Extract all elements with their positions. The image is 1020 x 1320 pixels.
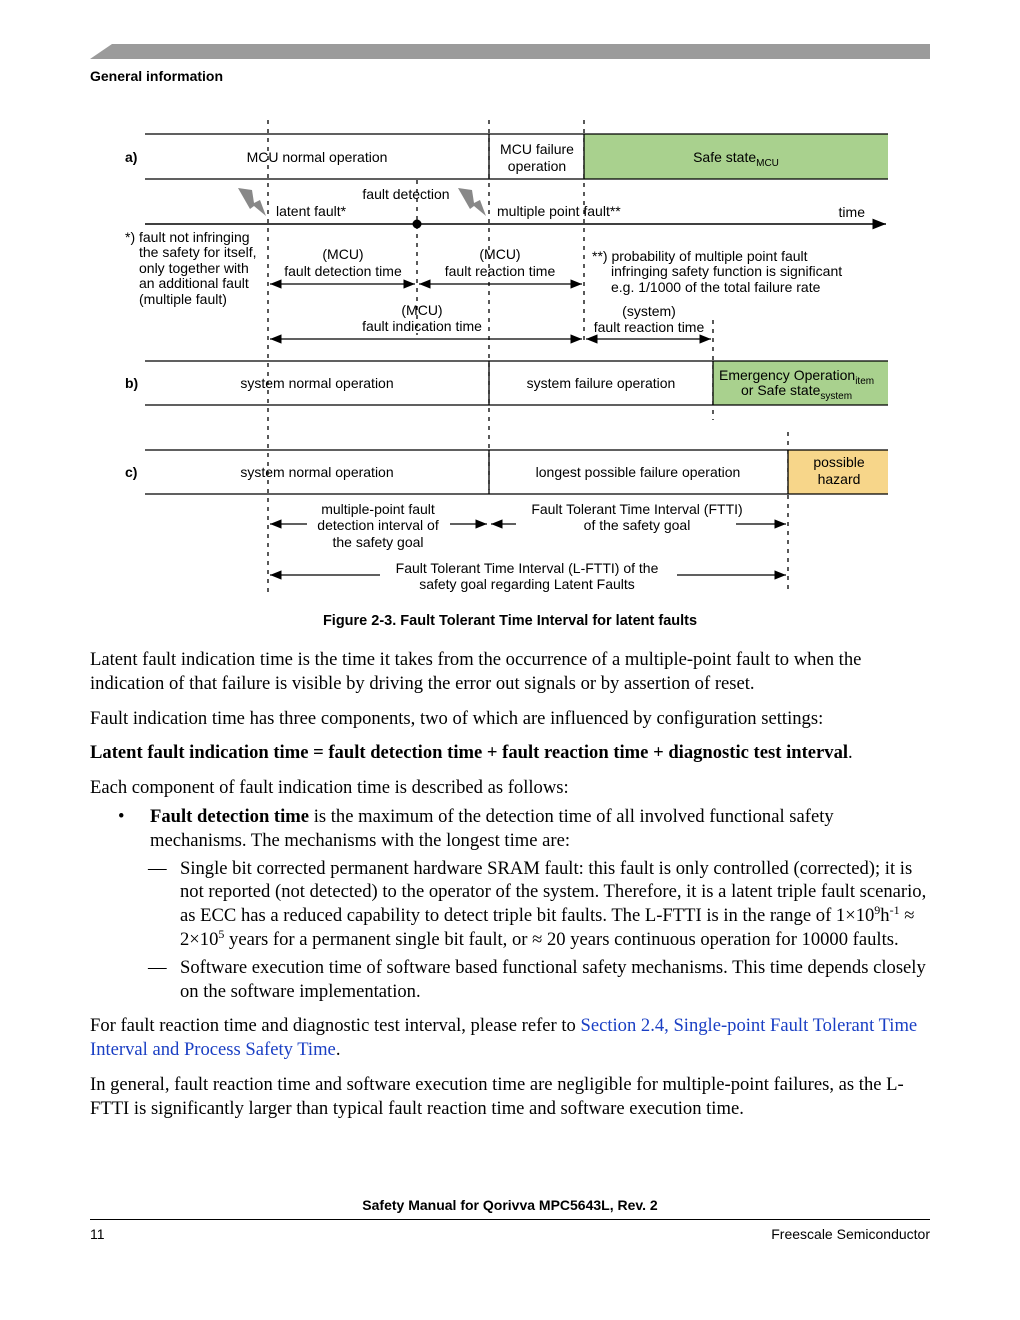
paragraph-three-components: Fault indication time has three componen… — [90, 707, 824, 729]
paragraph-negligible: In general, fault reaction time and soft… — [90, 1073, 904, 1119]
mcu-failure-line1: MCU failure — [500, 141, 574, 157]
svg-text:detection interval of: detection interval of — [317, 517, 439, 533]
header-gray-band — [90, 44, 930, 59]
svg-text:(multiple fault): (multiple fault) — [139, 291, 227, 307]
mcu-intervals: (MCU) fault detection time (MCU) fault r… — [270, 246, 711, 344]
formula-bold: Latent fault indication time = fault det… — [90, 742, 849, 764]
svg-text:of the safety goal: of the safety goal — [584, 517, 691, 533]
svg-text:only together with: only together with — [139, 260, 249, 276]
svg-text:(system): (system) — [622, 303, 676, 319]
time-label: time — [839, 204, 866, 220]
svg-text:*) fault not infringing: *) fault not infringing — [125, 229, 250, 245]
svg-text:infringing safety function is: infringing safety function is significan… — [611, 263, 842, 279]
paragraph-refer-section: For fault reaction time and diagnostic t… — [90, 1015, 918, 1061]
fault-tolerant-time-diagram: a) MCU normal operation MCU failure oper… — [125, 120, 888, 592]
svg-text:an additional fault: an additional fault — [139, 275, 249, 291]
svg-text:Fault Tolerant Time Interval (: Fault Tolerant Time Interval (L-FTTI) of… — [396, 560, 659, 576]
footer-document-title: Safety Manual for Qorivva MPC5643L, Rev.… — [362, 1197, 658, 1213]
note-multiple-point: **) probability of multiple point fault … — [592, 248, 842, 295]
bottom-intervals: multiple-point fault detection interval … — [270, 501, 786, 592]
multiple-point-fault-lightning-icon — [458, 188, 486, 216]
note-latent: *) fault not infringing the safety for i… — [125, 229, 257, 307]
row-b: b) system normal operation system failur… — [125, 360, 888, 406]
safe-state-mcu: Safe stateMCU — [693, 149, 779, 169]
dash-item-sram-fault: — Single bit corrected permanent hardwar… — [148, 857, 927, 950]
safe-state-box — [584, 134, 888, 179]
paragraph-components-intro: Each component of fault indication time … — [90, 777, 569, 799]
multiple-point-fault-label: multiple point fault** — [497, 203, 621, 219]
system-failure-operation: system failure operation — [527, 375, 676, 391]
longest-failure-operation: longest possible failure operation — [536, 464, 741, 480]
footer-rule — [90, 1219, 930, 1220]
svg-text:fault detection time: fault detection time — [284, 263, 402, 279]
possible-hazard-line2: hazard — [818, 471, 861, 487]
possible-hazard-box — [788, 450, 888, 494]
row-b-label: b) — [125, 375, 138, 391]
bullet-mark: • — [118, 805, 125, 827]
row-a-label: a) — [125, 149, 137, 165]
svg-text:fault indication time: fault indication time — [362, 318, 482, 334]
figure-caption: Figure 2-3. Fault Tolerant Time Interval… — [322, 613, 698, 629]
bullet-fault-detection-time: • Fault detection time is the maximum of… — [118, 805, 834, 851]
svg-text:fault reaction time: fault reaction time — [594, 319, 705, 335]
svg-text:safety goal regarding Latent F: safety goal regarding Latent Faults — [419, 576, 635, 592]
timeline: fault detection latent fault* multiple p… — [145, 186, 886, 230]
row-c: c) system normal operation longest possi… — [125, 449, 888, 495]
possible-hazard-line1: possible — [813, 454, 865, 470]
svg-text:(MCU): (MCU) — [479, 246, 520, 262]
page-number: 11 — [90, 1226, 105, 1242]
system-normal-operation-c: system normal operation — [240, 464, 393, 480]
mcu-failure-line2: operation — [508, 158, 566, 174]
svg-text:Fault Tolerant Time Interval (: Fault Tolerant Time Interval (FTTI) — [531, 501, 742, 517]
svg-text:(MCU): (MCU) — [401, 302, 442, 318]
paragraph-formula: Latent fault indication time = fault det… — [90, 742, 853, 764]
svg-text:the safety for itself,: the safety for itself, — [139, 244, 257, 260]
dash-mark: — — [148, 857, 167, 879]
body-text: Latent fault indication time is the time… — [90, 648, 930, 1132]
svg-text:e.g. 1/1000 of the total failu: e.g. 1/1000 of the total failure rate — [611, 279, 821, 295]
row-c-label: c) — [125, 464, 137, 480]
or-safe-state-label: or Safe statesystem — [741, 382, 852, 402]
mcu-normal-operation: MCU normal operation — [247, 149, 388, 165]
emergency-operation-box — [713, 361, 888, 405]
fault-detection-point — [412, 219, 422, 229]
paragraph-latent-fault-indication: Latent fault indication time is the time… — [90, 649, 862, 694]
svg-text:**) probability of multiple po: **) probability of multiple point fault — [592, 248, 808, 264]
emergency-operation-label: Emergency Operationitem — [719, 367, 874, 387]
company-name: Freescale Semiconductor — [771, 1226, 930, 1242]
fault-detection-label: fault detection — [362, 186, 449, 202]
svg-text:(MCU): (MCU) — [322, 246, 363, 262]
svg-text:fault reaction time: fault reaction time — [445, 263, 556, 279]
section-title: General information — [90, 68, 224, 84]
dash-mark: — — [148, 956, 167, 978]
header-bar — [90, 44, 930, 59]
dash-item-software-execution: — Software execution time of software ba… — [148, 956, 926, 1002]
system-normal-operation-b: system normal operation — [240, 375, 393, 391]
svg-text:the safety goal: the safety goal — [332, 534, 423, 550]
latent-fault-lightning-icon — [238, 188, 266, 216]
row-a: a) MCU normal operation MCU failure oper… — [125, 133, 888, 180]
section-2-4-link[interactable]: Section 2.4, Single-point Fault Tolerant… — [90, 1015, 918, 1061]
latent-fault-label: latent fault* — [276, 203, 347, 219]
svg-text:multiple-point fault: multiple-point fault — [321, 501, 435, 517]
